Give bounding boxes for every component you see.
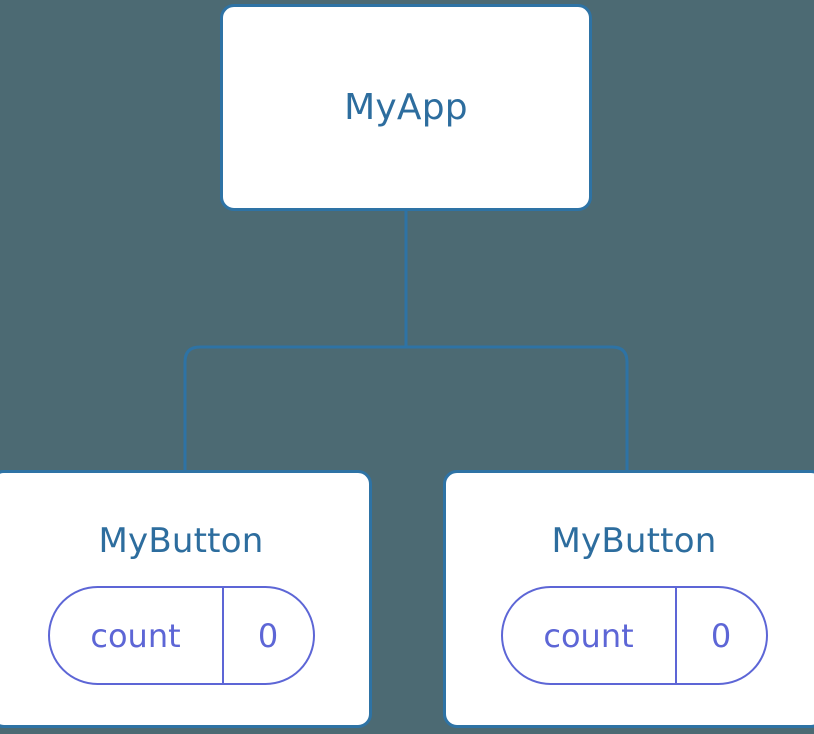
state-value-label-2: 0: [710, 616, 732, 655]
node-mybutton-1-label: MyButton: [98, 521, 264, 561]
state-key-label-1: count: [90, 616, 181, 655]
state-key-cell-2: count: [503, 588, 677, 683]
node-myapp[interactable]: MyApp: [220, 4, 592, 211]
node-myapp-label: MyApp: [344, 86, 468, 128]
state-value-label-1: 0: [257, 616, 279, 655]
state-key-label-2: count: [543, 616, 634, 655]
node-mybutton-2-label: MyButton: [551, 521, 717, 561]
state-key-cell-1: count: [50, 588, 224, 683]
state-value-cell-2: 0: [677, 588, 766, 683]
connector-branch-left: [183, 345, 406, 472]
node-mybutton-2[interactable]: MyButton count 0: [443, 470, 814, 728]
node-mybutton-1[interactable]: MyButton count 0: [0, 470, 372, 728]
state-value-cell-1: 0: [224, 588, 313, 683]
state-pill-count-1[interactable]: count 0: [47, 586, 315, 685]
state-pill-count-2[interactable]: count 0: [500, 586, 768, 685]
connector-branch-right: [406, 345, 629, 472]
